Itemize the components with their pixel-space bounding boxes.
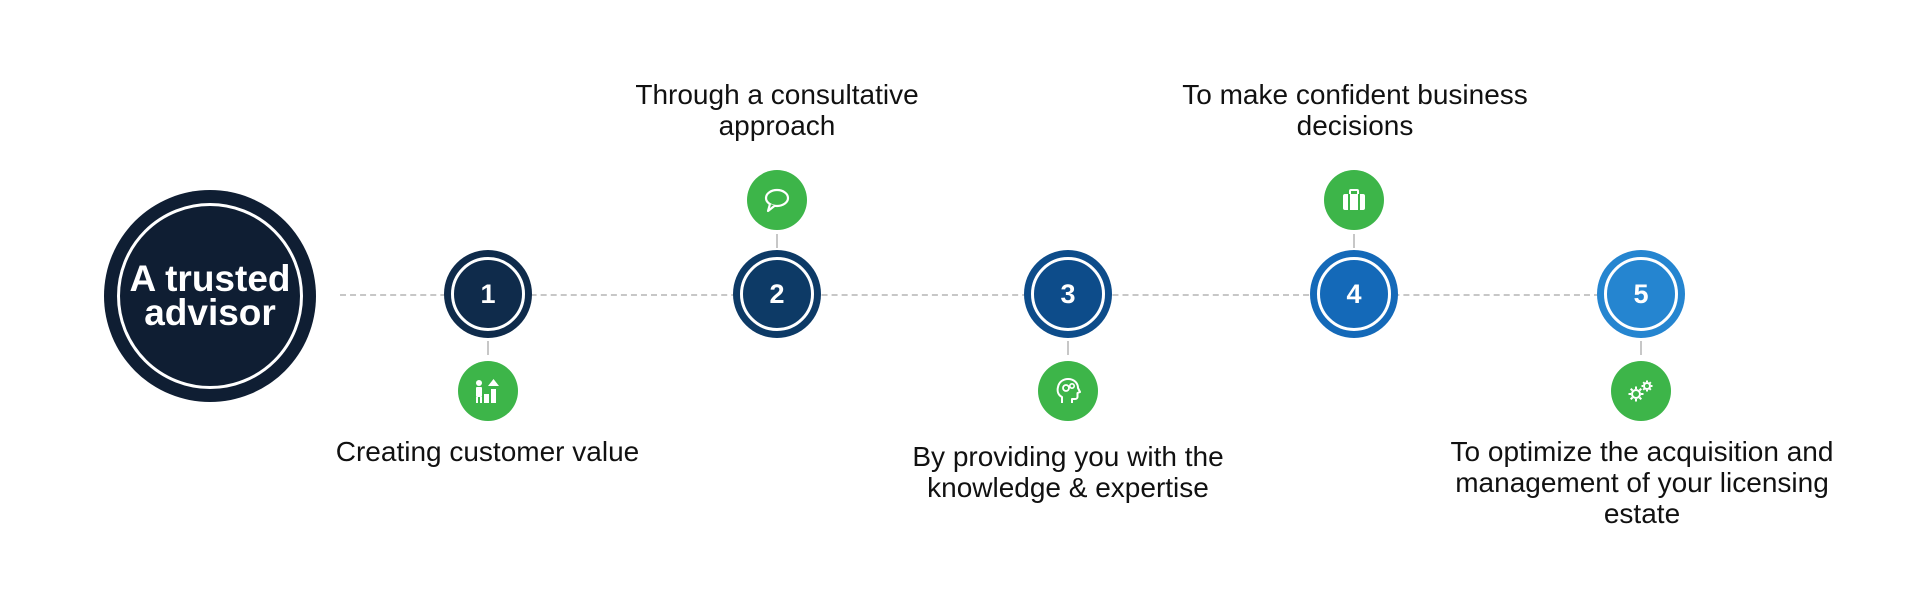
step-2-number: 2 <box>740 257 814 331</box>
step-3-connector <box>1067 341 1069 355</box>
gears-icon <box>1611 361 1671 421</box>
step-2-circle: 2 <box>733 250 821 338</box>
hero-label: A trusted advisor <box>129 258 291 333</box>
growth-chart-icon <box>458 361 518 421</box>
hero-circle: A trusted advisor <box>104 190 316 402</box>
head-gears-icon <box>1038 361 1098 421</box>
speech-bubble-icon <box>747 170 807 230</box>
step-4-caption: To make confident business decisions <box>1182 79 1528 141</box>
step-5-caption: To optimize the acquisition and manageme… <box>1450 436 1834 529</box>
hero-inner-ring: A trusted advisor <box>117 203 303 389</box>
step-3-number: 3 <box>1031 257 1105 331</box>
step-3-circle: 3 <box>1024 250 1112 338</box>
step-2-connector <box>776 234 778 248</box>
step-4-connector <box>1353 234 1355 248</box>
step-5-circle: 5 <box>1597 250 1685 338</box>
step-5-number: 5 <box>1604 257 1678 331</box>
step-3-caption: By providing you with the knowledge & ex… <box>912 441 1224 503</box>
step-1-circle: 1 <box>444 250 532 338</box>
step-1-number: 1 <box>451 257 525 331</box>
briefcase-icon <box>1324 170 1384 230</box>
step-4-circle: 4 <box>1310 250 1398 338</box>
step-2-caption: Through a consultative approach <box>635 79 919 141</box>
step-5-connector <box>1640 341 1642 355</box>
step-4-number: 4 <box>1317 257 1391 331</box>
step-1-connector <box>487 341 489 355</box>
timeline-dashed-line <box>340 294 1600 296</box>
step-1-caption: Creating customer value <box>335 436 640 467</box>
